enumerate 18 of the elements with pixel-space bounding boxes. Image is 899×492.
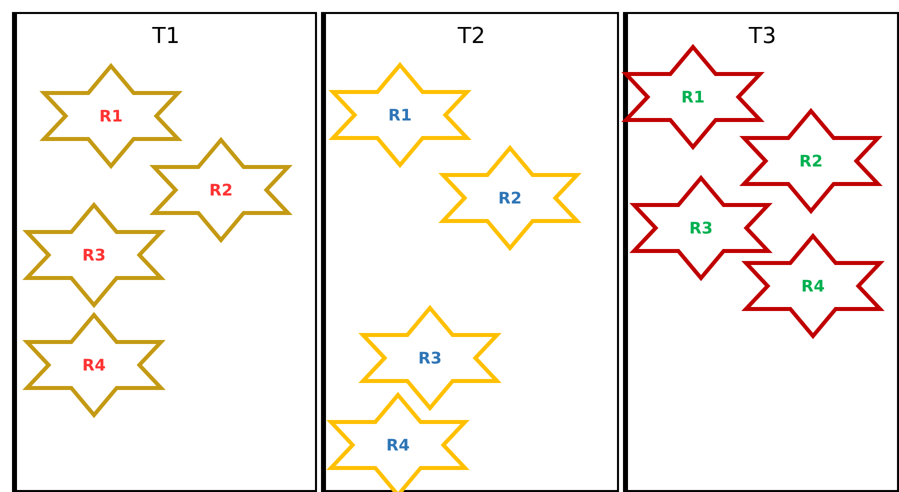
star-label: R1 [98,106,124,126]
star-label: R3 [688,218,714,238]
star-label: R1 [680,88,706,106]
star-label: R1 [387,106,413,124]
panel-title: T1 [151,24,181,49]
panel-title: T2 [456,24,486,49]
panel [12,12,317,492]
star-label: R2 [208,180,234,200]
panel-title: T3 [748,24,778,49]
star-label: R4 [81,356,107,374]
star-label: R3 [81,246,107,264]
star-label: R4 [800,276,826,296]
star-label: R2 [798,152,824,170]
star-label: R3 [417,348,443,368]
star-label: R4 [385,436,411,454]
star-label: R2 [497,188,523,208]
panel [321,12,619,492]
panel [623,12,899,492]
